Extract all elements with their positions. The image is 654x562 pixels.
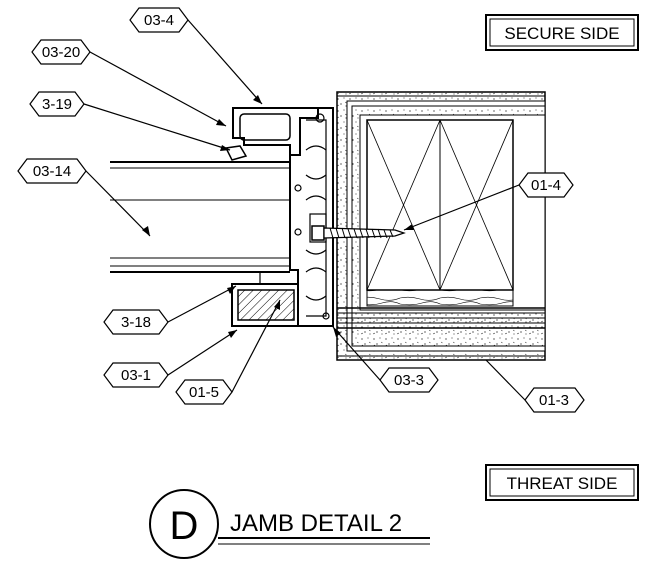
tag-label: 03-14 xyxy=(33,163,71,180)
leader-lines xyxy=(83,19,526,401)
wall-assembly xyxy=(336,91,546,361)
detail-title-text: JAMB DETAIL 2 xyxy=(230,510,402,537)
callout-tag-03-4: 03-4 xyxy=(129,7,189,33)
secure-side-box: SECURE SIDE xyxy=(485,14,639,51)
secure-side-label: SECURE SIDE xyxy=(504,24,619,43)
threat-side-box: THREAT SIDE xyxy=(485,464,639,501)
callout-tag-3-19: 3-19 xyxy=(29,91,85,117)
callout-tag-3-18: 3-18 xyxy=(103,309,169,335)
threat-side-label: THREAT SIDE xyxy=(507,474,618,493)
callout-tag-01-3: 01-3 xyxy=(524,387,585,413)
tag-label: 3-18 xyxy=(121,314,151,331)
callout-tag-03-1: 03-1 xyxy=(103,362,169,388)
callout-tag-03-3: 03-3 xyxy=(379,367,439,393)
fastener-screw xyxy=(311,225,406,241)
callout-tag-03-14: 03-14 xyxy=(17,158,87,184)
tag-label: 03-1 xyxy=(121,367,151,384)
tag-label: 01-4 xyxy=(531,177,561,194)
tag-label: 03-20 xyxy=(42,44,80,61)
tag-label: 01-5 xyxy=(189,384,219,401)
glazing-pane xyxy=(110,161,290,273)
tag-label: 3-19 xyxy=(42,96,72,113)
detail-letter: D xyxy=(170,504,199,548)
callout-tag-03-20: 03-20 xyxy=(31,39,91,65)
arrowheads xyxy=(142,95,414,338)
callout-tag-01-4: 01-4 xyxy=(518,172,574,198)
wood-stud xyxy=(366,119,514,307)
tag-label: 01-3 xyxy=(539,392,569,409)
callout-tag-01-5: 01-5 xyxy=(175,379,233,405)
tag-label: 03-3 xyxy=(394,372,424,389)
frame-profile xyxy=(224,107,334,327)
detail-title: D JAMB DETAIL 2 xyxy=(149,489,430,559)
tag-label: 03-4 xyxy=(144,12,174,29)
